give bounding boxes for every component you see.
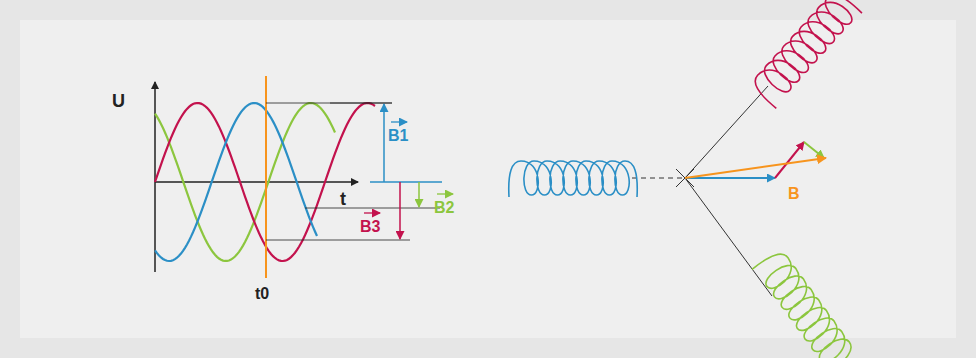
coil-winding	[749, 0, 862, 108]
vector-mark	[391, 121, 407, 122]
phase-3-coil	[749, 0, 862, 108]
b3-field-vector	[775, 142, 804, 178]
b1-vector	[383, 104, 385, 182]
b3-vector	[399, 182, 401, 239]
axis-label: U	[112, 92, 125, 110]
projection-line	[305, 208, 440, 209]
projection-line	[266, 240, 410, 241]
phase-1-wave	[155, 103, 317, 261]
vector-baseline	[370, 181, 442, 183]
time-label: t0	[255, 286, 269, 302]
signal-label: B2	[434, 200, 454, 216]
axis-label: t	[340, 190, 346, 208]
coil-winding	[752, 248, 857, 358]
coil-winding	[509, 161, 638, 197]
b2-vector	[418, 182, 420, 207]
coils	[509, 0, 862, 358]
phase-1-coil	[509, 161, 638, 197]
b1-field-vector	[685, 177, 775, 179]
projection-line	[266, 103, 392, 104]
t-axis	[155, 181, 358, 183]
u-axis	[154, 82, 156, 272]
coil-axis	[632, 178, 685, 179]
resultant-vector	[685, 158, 826, 178]
b2-field-vector	[804, 142, 824, 158]
vector-mark	[364, 212, 380, 213]
phase-2-wave	[155, 103, 335, 261]
signal-label: B3	[360, 219, 380, 235]
t0-line	[265, 76, 267, 278]
vector-mark	[437, 193, 453, 194]
vector-label: B	[788, 186, 800, 202]
coil-axis	[685, 86, 768, 178]
signal-label: B1	[388, 128, 408, 144]
phase-2-coil	[752, 248, 857, 358]
coil-axis	[685, 178, 772, 296]
panel	[20, 20, 956, 338]
projection-line	[330, 103, 392, 104]
